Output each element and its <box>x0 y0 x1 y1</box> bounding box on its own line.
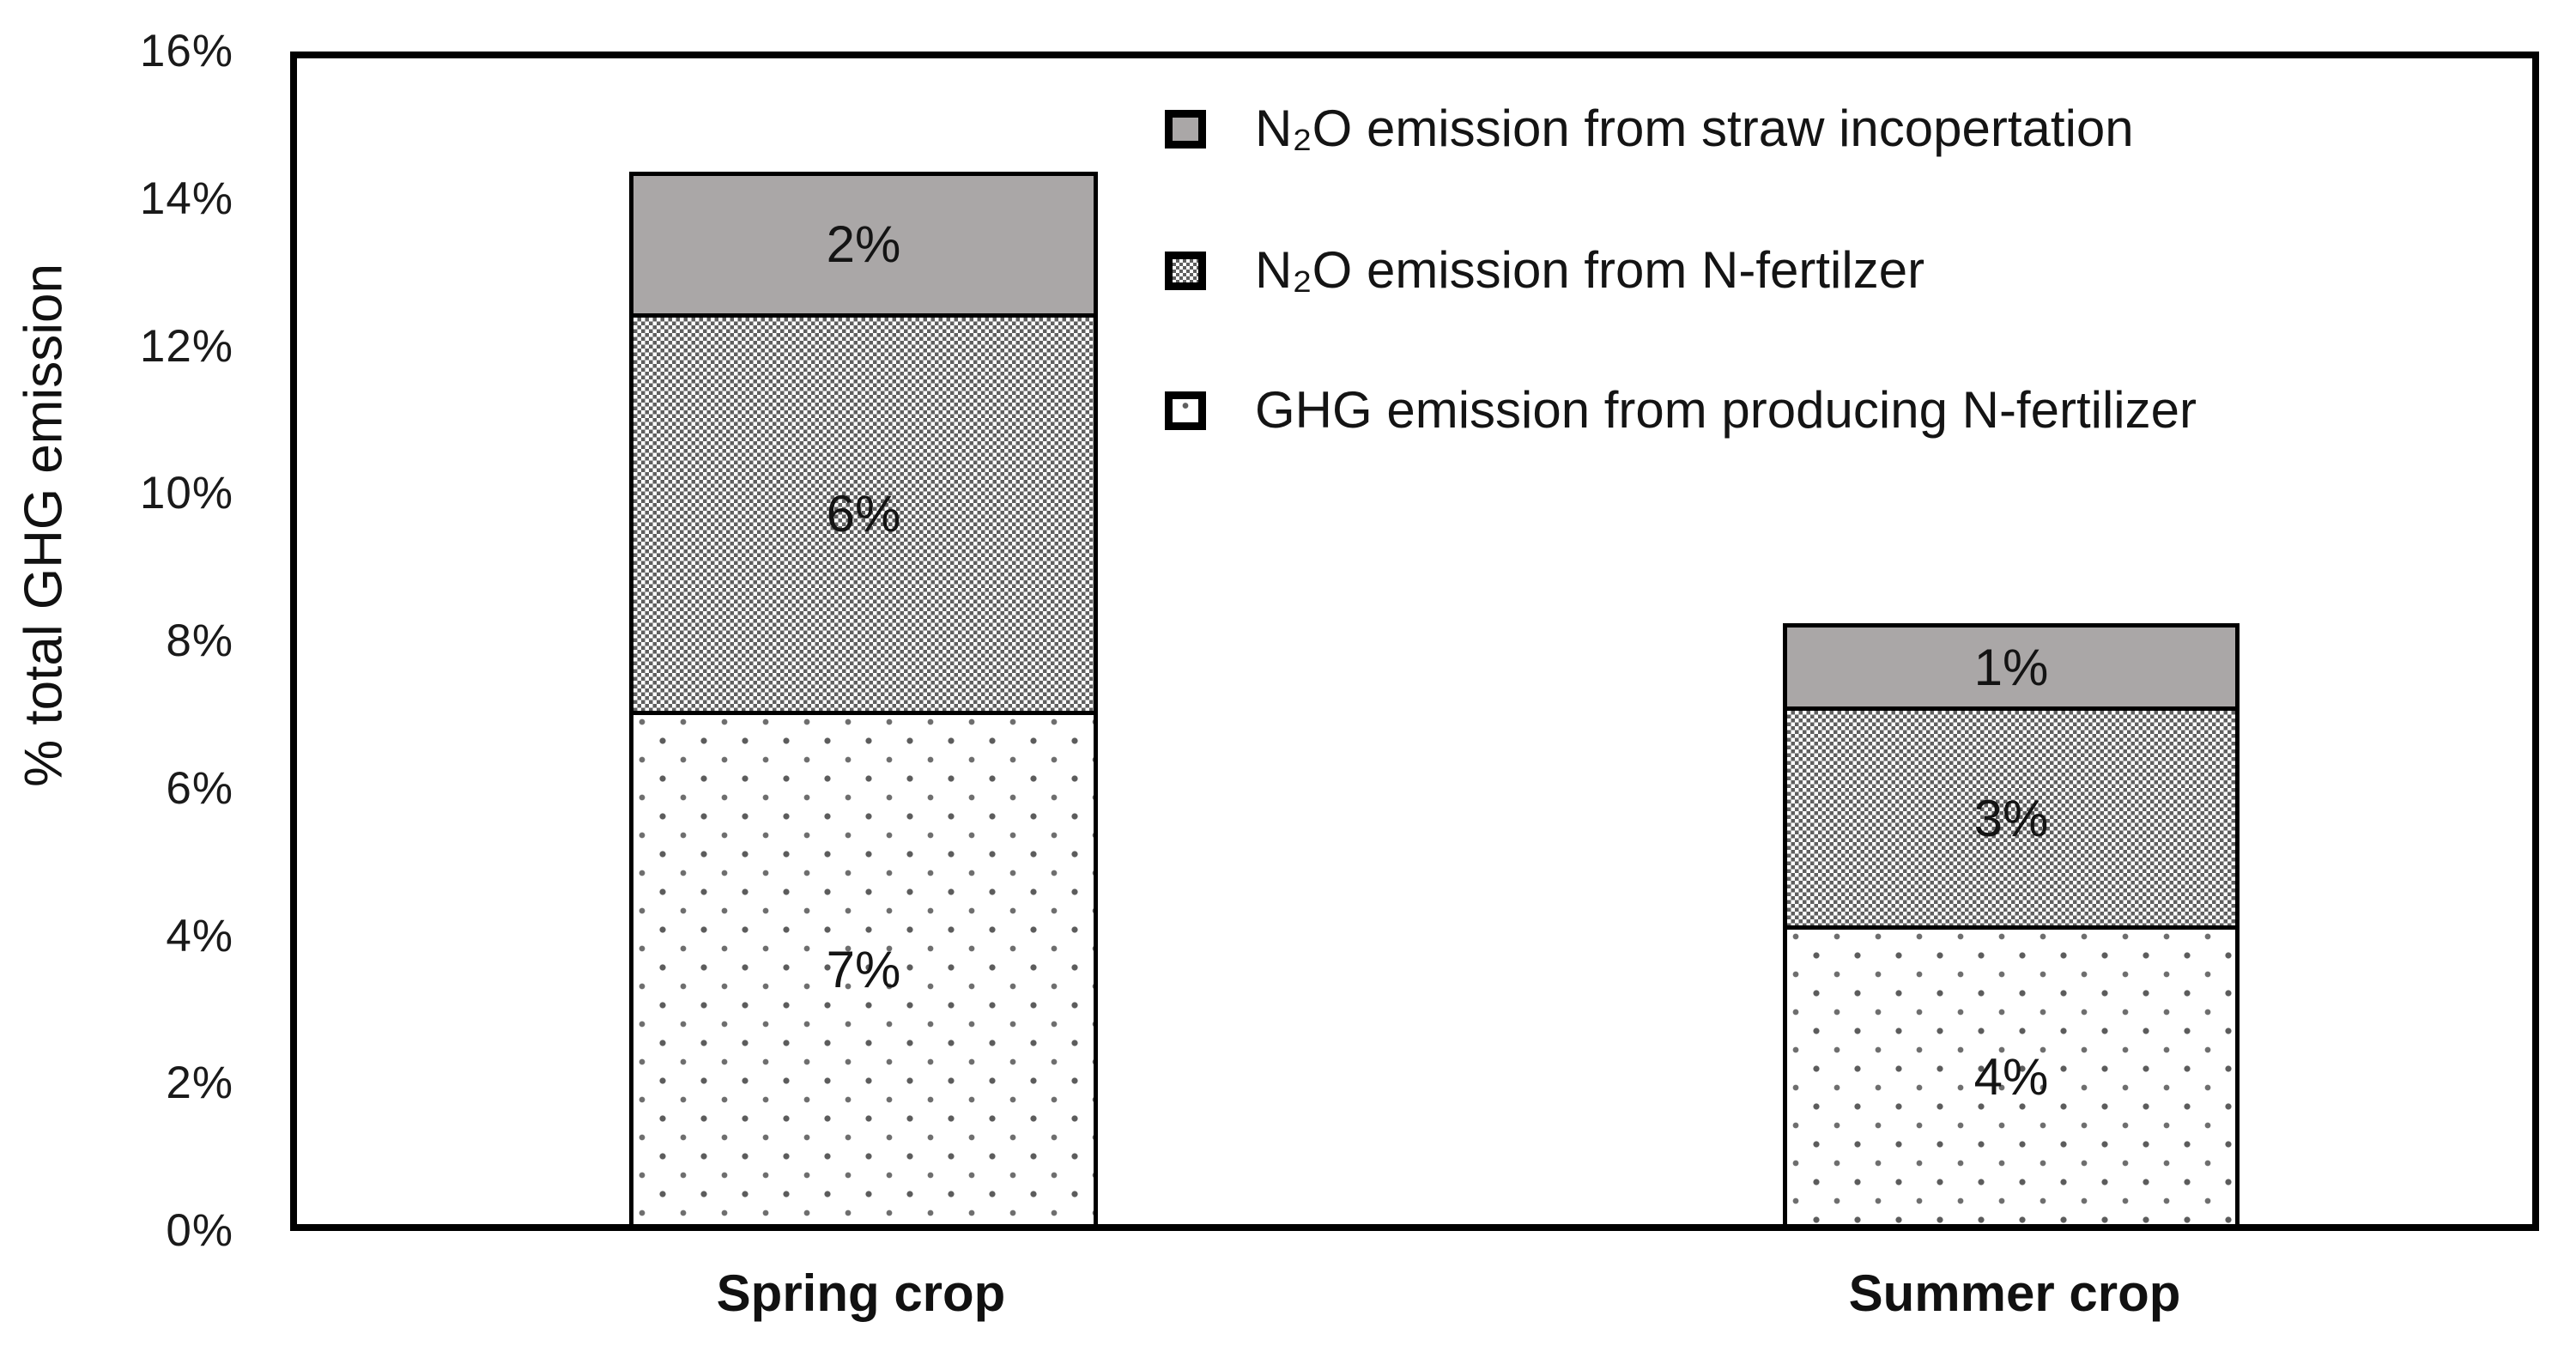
y-tick-label: 2% <box>166 1058 233 1109</box>
legend-swatch-crosshatch-icon <box>1165 251 1206 290</box>
segment-solid-gray: 2% <box>629 171 1098 314</box>
legend-label: N₂O emission from straw incopertation <box>1255 100 2134 157</box>
segment-data-label: 1% <box>1973 638 2049 696</box>
y-tick-label: 16% <box>139 26 233 76</box>
segment-solid-gray: 1% <box>1783 622 2240 707</box>
y-tick-label: 10% <box>139 468 233 519</box>
bar-spring-crop: 2% 6% 7% <box>629 171 1098 1224</box>
segment-data-label: 2% <box>826 215 901 274</box>
plot-area: 2% 6% 7% 1% 3% 4% <box>290 52 2539 1231</box>
legend-swatch-solid-gray-icon <box>1165 109 1206 149</box>
y-tick-label: 12% <box>139 320 233 372</box>
y-tick-label: 14% <box>139 173 233 224</box>
legend-label: N₂O emission from N-fertilzer <box>1255 241 1925 299</box>
y-tick-label: 6% <box>166 762 233 814</box>
segment-data-label: 3% <box>1973 789 2049 847</box>
y-tick-label: 8% <box>166 615 233 666</box>
segment-dotted: 7% <box>629 710 1098 1224</box>
x-axis-category-label: Spring crop <box>716 1264 1006 1322</box>
segment-data-label: 4% <box>1973 1048 2049 1106</box>
segment-data-label: 6% <box>826 485 901 543</box>
segment-data-label: 7% <box>826 940 901 998</box>
legend-swatch-dotted-icon <box>1165 391 1206 430</box>
segment-crosshatch: 3% <box>1783 706 2240 926</box>
legend-label: GHG emission from producing N-fertilizer <box>1255 381 2197 439</box>
y-tick-label: 0% <box>166 1205 233 1256</box>
bar-summer-crop: 1% 3% 4% <box>1783 622 2240 1224</box>
segment-crosshatch: 6% <box>629 313 1098 711</box>
y-tick-label: 4% <box>166 910 233 961</box>
segment-dotted: 4% <box>1783 925 2240 1224</box>
x-axis-category-label: Summer crop <box>1848 1264 2181 1322</box>
